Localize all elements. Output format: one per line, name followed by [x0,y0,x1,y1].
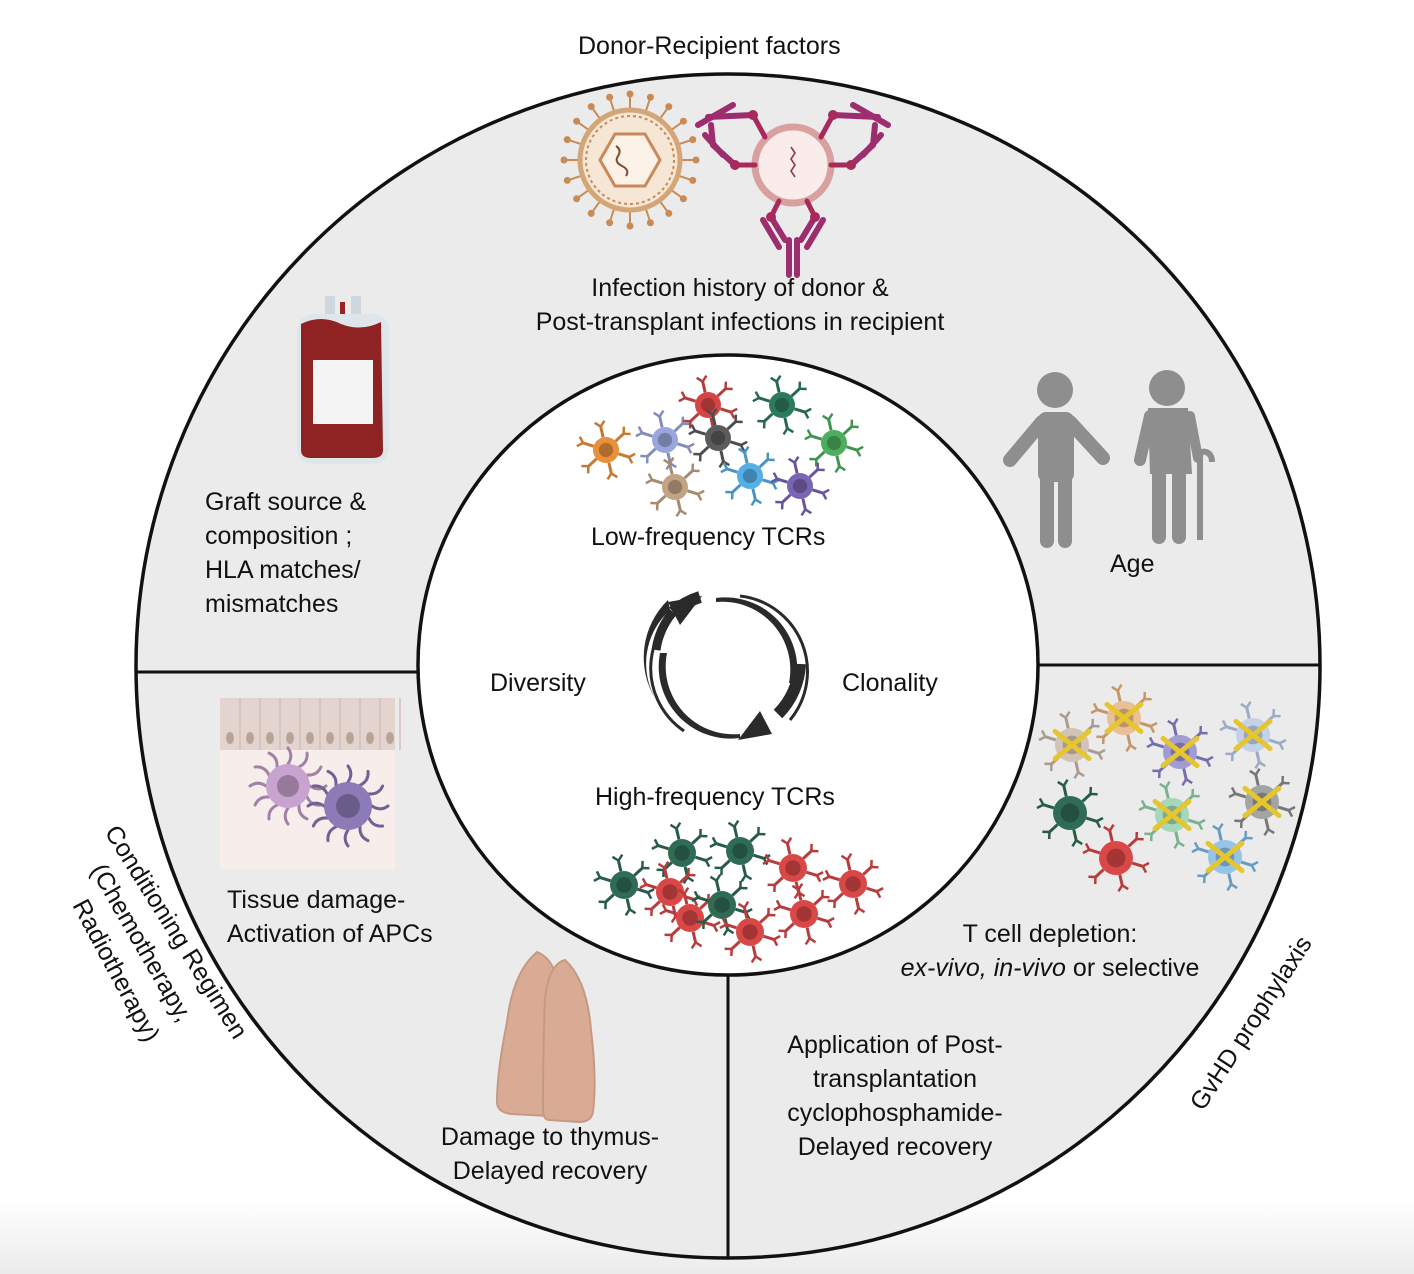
donor-recipient-title: Donor-Recipient factors [578,32,841,60]
apc-cell [248,746,328,826]
t-cell-clone [651,821,713,885]
depleted-t-cell [1138,781,1206,849]
t-cell [720,445,780,507]
t-cell [688,407,748,469]
virus-icon [560,90,700,230]
low-frequency-tcr-cells [576,374,864,518]
depleted-t-cell [1228,768,1296,836]
arrowhead-top [668,596,702,625]
t-cell [804,412,864,474]
diversity-label: Diversity [490,669,586,697]
surviving-t-cell [1082,824,1150,892]
t-cell [678,374,738,436]
epithelial-cell [226,698,241,750]
tissue-damage-label: Tissue damage- Activation of APCs [227,886,433,948]
t-cell-clone [659,886,721,950]
depleted-t-cell [1146,718,1214,786]
tissue-apc-icon [220,698,401,870]
in-vivo-text: in-vivo [993,954,1066,982]
low-frequency-label: Low-frequency TCRs [591,523,826,551]
epithelial-cell [366,698,381,750]
surviving-t-cell [1036,779,1104,847]
epithelial-cell [246,698,261,750]
ex-vivo-text: ex-vivo, [900,954,987,982]
t-cell [752,374,812,436]
age-label: Age [1110,550,1155,578]
t-cell [576,419,636,481]
depleted-t-cell [1219,701,1287,769]
t-cell-clone [773,882,835,946]
depleted-t-cell [1191,823,1259,891]
t-cell-depletion-label: T cell depletion: ex-vivo, in-vivo or se… [900,920,1200,982]
arrowhead-bottom [738,711,772,740]
t-cell-clone [709,819,771,883]
epithelial-cell [266,698,281,750]
thymus-label: Damage to thymus- Delayed recovery [440,1123,660,1185]
graft-label: Graft source & composition ; HLA matches… [205,488,367,618]
antibody-virus-icon [695,102,891,278]
thymus-icon [495,950,596,1124]
t-cell-clone [762,836,824,900]
age-people-icon [1003,370,1215,548]
clonality-label: Clonality [842,669,938,697]
depleted-t-cells-icon [1036,684,1296,892]
high-frequency-tcr-cells [593,819,884,964]
epithelial-cell [286,698,301,750]
epithelial-cell [326,698,341,750]
depleted-t-cell [1090,684,1158,752]
epithelial-cell [346,698,361,750]
ptcy-label: Application of Post- transplantation cyc… [787,1031,1003,1161]
epithelial-cell [386,698,401,750]
t-cell-clone [822,852,884,916]
cycle-arrows [649,591,809,740]
apc-cell [306,764,390,848]
blood-bag-icon [297,296,389,464]
t-cell-clone [719,900,781,964]
infection-label: Infection history of donor & Post-transp… [535,274,945,336]
inner-circle [416,353,1040,977]
t-cell [645,456,705,518]
t-cell [770,455,830,517]
epithelial-cell [306,698,321,750]
depleted-t-cell [1038,711,1106,779]
cycle-arrows-icon [643,597,798,739]
t-cell [635,409,695,471]
high-frequency-label: High-frequency TCRs [595,783,835,811]
t-cell-clone [593,853,655,917]
